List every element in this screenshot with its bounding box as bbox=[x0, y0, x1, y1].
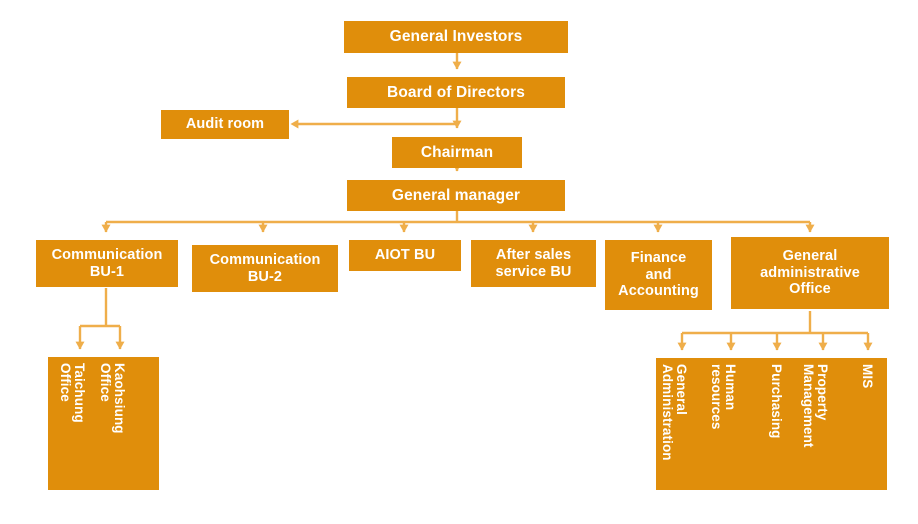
node-after-sales-service-bu[interactable]: After sales service BU bbox=[471, 240, 596, 287]
vlabel-mis[interactable]: MIS bbox=[860, 364, 875, 389]
node-communication-bu-1[interactable]: Communication BU-1 bbox=[36, 240, 178, 287]
node-general-investors[interactable]: General Investors bbox=[344, 21, 568, 53]
node-board-of-directors[interactable]: Board of Directors bbox=[347, 77, 565, 108]
node-audit-room[interactable]: Audit room bbox=[161, 110, 289, 139]
bu1-offices-group bbox=[48, 357, 159, 490]
vlabel-property-management[interactable]: Property Management bbox=[800, 364, 830, 448]
vlabel-human-resources[interactable]: Human resources bbox=[708, 364, 738, 430]
vlabel-purchasing[interactable]: Purchasing bbox=[769, 364, 784, 439]
node-aiot-bu[interactable]: AIOT BU bbox=[349, 240, 461, 271]
vlabel-taichung-office[interactable]: Taichung Office bbox=[57, 363, 87, 423]
node-finance-and-accounting[interactable]: Finance and Accounting bbox=[605, 240, 712, 310]
node-chairman[interactable]: Chairman bbox=[392, 137, 522, 168]
node-communication-bu-2[interactable]: Communication BU-2 bbox=[192, 245, 338, 292]
node-general-administrative-office[interactable]: General administrative Office bbox=[731, 237, 889, 309]
admin-units-group bbox=[656, 358, 887, 490]
vlabel-general-administration[interactable]: General Administration bbox=[659, 364, 689, 461]
vlabel-kaohsiung-office[interactable]: Kaohsiung Office bbox=[97, 363, 127, 434]
node-general-manager[interactable]: General manager bbox=[347, 180, 565, 211]
